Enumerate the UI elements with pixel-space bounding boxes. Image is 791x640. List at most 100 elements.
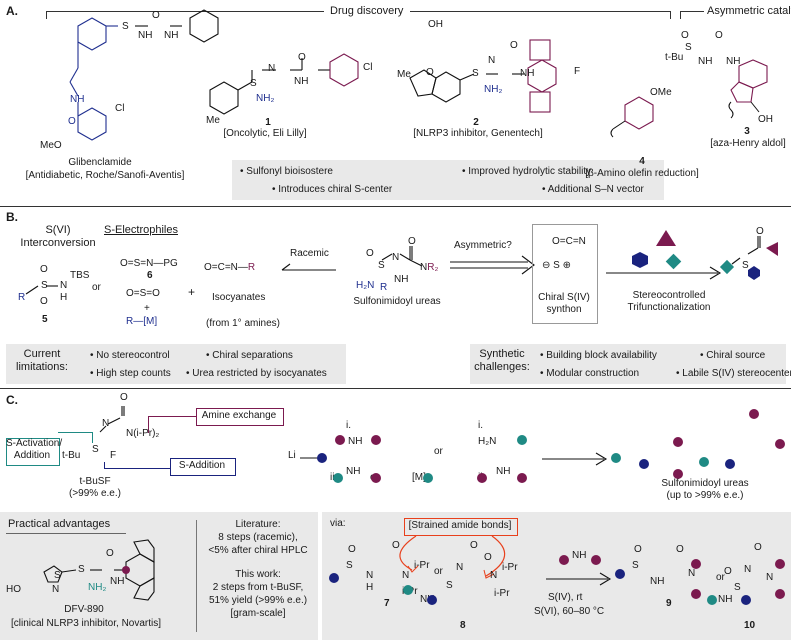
compound-2-structure [409, 39, 557, 113]
tbusf-n: N [102, 418, 110, 429]
c1-me: Me [206, 115, 220, 126]
a-bullet-4: • Additional S–N vector [542, 184, 644, 195]
c5-o2: O [40, 296, 48, 307]
product-c-label: Sulfonimidoyl ureas [661, 478, 749, 489]
glib-amide-nh: NH [70, 94, 85, 105]
via-panel [322, 512, 791, 640]
drug-header-rule-left [46, 11, 324, 12]
step-i-1: i. [346, 420, 351, 431]
c1-nh: NH [294, 76, 309, 87]
prod-b-o: O [756, 226, 764, 237]
c5-num: 5 [42, 314, 48, 325]
tbusf-ee: (>99% e.e.) [69, 488, 121, 499]
c1-num: 1 [265, 117, 271, 128]
center-nh: NH [394, 274, 409, 285]
synthon-so: ⊖ S ⊕ [542, 260, 571, 271]
center-o2: O [366, 248, 374, 259]
a-bullet-2: • Improved hydrolytic stability [462, 166, 592, 177]
via-or: or [434, 566, 443, 577]
via-label: via: [330, 518, 346, 529]
indane-structure [728, 59, 768, 119]
c9-o: O [634, 544, 642, 555]
lim-3: • High step counts [90, 368, 171, 379]
c9-or: or [716, 572, 725, 583]
dfv-desc: [clinical NLRP3 inhibitor, Novartis] [10, 618, 162, 629]
cond-nh: NH [572, 550, 587, 561]
center-r-nr2: NR₂ [420, 262, 439, 273]
c2-o2: O [510, 40, 518, 51]
c2-o: O [426, 67, 434, 78]
li-label: Li [288, 450, 296, 461]
section-c-arrow [542, 452, 608, 466]
c7-n2: N [402, 570, 410, 581]
dfv-n: N [52, 584, 60, 595]
challenges-box [470, 344, 786, 384]
isocyanates-label: Isocyanates [212, 292, 266, 303]
glib-amide-o: O [68, 116, 76, 127]
c10-o2: O [724, 566, 732, 577]
c8-ipr2: i-Pr [494, 588, 510, 599]
tbusf-tbu: t-Bu [62, 450, 81, 461]
asym-o2: O [715, 30, 723, 41]
c8-num: 8 [460, 620, 466, 631]
asym-catalysis-header: Asymmetric catalysis [707, 5, 791, 17]
asym-header-rule-left [680, 11, 704, 12]
c8-n2: N [490, 570, 498, 581]
asym-o: O [681, 30, 689, 41]
c2-desc: [NLRP3 inhibitor, Genentech] [413, 128, 543, 139]
c2-nh2: NH₂ [484, 84, 503, 95]
current-limitations-label: Current limitations: [16, 348, 68, 373]
prod-b-s: S [742, 260, 749, 271]
c9-n: N [688, 568, 696, 579]
glib-cl: Cl [115, 103, 125, 114]
glib-s: S [122, 21, 129, 32]
dfv-o: O [106, 548, 114, 559]
c10-n2: N [766, 572, 774, 583]
literature-text: Literature: 8 steps (racemic), <5% after… [208, 519, 308, 556]
s-addition-box [170, 458, 236, 476]
asym-s: S [685, 42, 692, 53]
so-label: O=S=O [126, 288, 160, 299]
asym-tbu: t-Bu [665, 52, 684, 63]
center-n: N [392, 252, 400, 263]
amine-exchange-box [196, 408, 284, 426]
drug-discovery-header: Drug discovery [330, 5, 404, 17]
b-plus-2: + [188, 285, 196, 299]
tbusf-s: S [92, 444, 99, 455]
c2-nh: NH [520, 68, 535, 79]
glib-o: O [152, 10, 160, 21]
c7-ipr1: i-Pr [414, 560, 430, 571]
tbusf-bonds [99, 406, 125, 433]
conditions-arrow [546, 572, 612, 586]
cond-svi: S(VI), 60–80 °C [534, 606, 605, 617]
lim-2: • Chiral separations [206, 350, 293, 361]
c10-nh: NH [718, 594, 733, 605]
this-work-text: This work: 2 steps from t-BuSF, 51% yiel… [208, 569, 308, 619]
sulfonimidoyl-urea-structure [381, 246, 423, 267]
c6-num: 6 [147, 270, 153, 281]
chal-1: • Building block availability [540, 350, 657, 361]
c7-h: H [366, 582, 374, 593]
c7-num: 7 [384, 598, 390, 609]
c8-ipr1: i-Pr [502, 562, 518, 573]
lim-1: • No stereocontrol [90, 350, 170, 361]
li-reagent-shape [300, 453, 327, 463]
cond-dots [559, 555, 601, 565]
drug-header-tick-r [670, 11, 671, 19]
c8-s: S [446, 580, 453, 591]
drug-header-tick-l [46, 11, 47, 19]
strained-box [404, 518, 518, 536]
b-or: or [92, 282, 101, 293]
c1-o: O [298, 52, 306, 63]
sulfonimidoyl-ureas-label: Sulfonimidoyl ureas [353, 296, 441, 307]
c8-o2: O [484, 552, 492, 563]
c5-h: H [60, 292, 68, 303]
c9-nh: NH [650, 576, 665, 587]
chiral-synthon-box [532, 224, 598, 324]
tbusf-o: O [120, 392, 128, 403]
practical-header: Practical advantages [8, 518, 111, 530]
glib-meo: MeO [40, 140, 62, 151]
dfv-ho: HO [6, 584, 21, 595]
a-bullet-1: • Sulfonyl bioisostere [240, 166, 333, 177]
s-addition-label: S-Addition [178, 460, 226, 471]
